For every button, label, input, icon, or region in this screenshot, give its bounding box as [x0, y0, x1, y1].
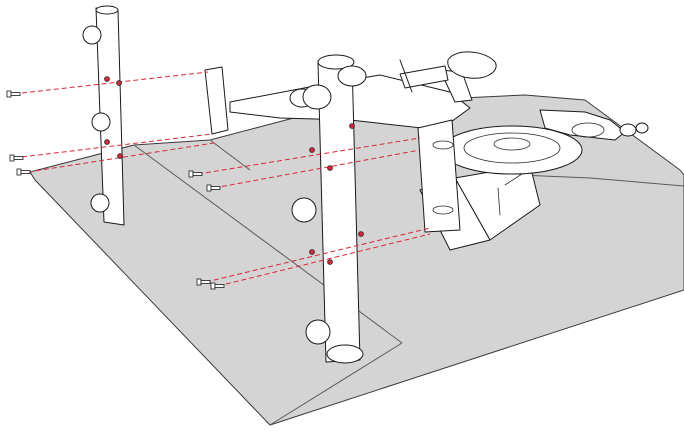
bolt-holes: [104, 76, 364, 265]
bolt-shank: [210, 186, 221, 190]
right-upright: [291, 54, 367, 364]
leveling-foot-icon: [91, 112, 111, 132]
bolt-head: [206, 184, 212, 192]
plate-slot-bottom: [432, 205, 454, 215]
right-upright-top: [317, 54, 355, 70]
leveling-foot-icon: [291, 197, 317, 223]
bolt-hole-icon: [309, 147, 315, 153]
bolt-hole-icon: [117, 153, 123, 159]
screws: [6, 90, 225, 290]
bolt-icon: [188, 170, 203, 178]
bolt-head: [210, 282, 216, 290]
rear-pedal: [571, 122, 605, 138]
rear-knob-end: [635, 122, 649, 134]
guide-line: [213, 149, 421, 189]
left-upright-top: [95, 5, 119, 15]
left-mount-plate: [204, 66, 229, 135]
flywheel-inner: [463, 132, 561, 164]
guide-line: [197, 137, 421, 175]
plate-slot-top: [432, 140, 454, 150]
right-mount-plate: [417, 119, 461, 233]
bolt-shank: [192, 172, 203, 176]
bolt-shank: [20, 170, 31, 174]
leveling-foot-icon: [82, 25, 102, 45]
guide-line: [27, 142, 215, 173]
bolt-hole-icon: [104, 76, 110, 82]
alignment-guides: [21, 71, 431, 287]
bolt-icon: [9, 154, 24, 162]
flywheel-core: [493, 137, 531, 151]
bolt-icon: [196, 278, 211, 286]
bolt-hole-icon: [358, 231, 364, 237]
handlebar-left: [399, 59, 413, 93]
leveling-foot-icon: [305, 319, 331, 345]
bolt-hole-icon: [349, 123, 355, 129]
bolt-shank: [214, 284, 225, 288]
guide-line: [21, 71, 209, 94]
bolt-icon: [206, 184, 221, 192]
leveling-foot-icon: [302, 84, 332, 110]
mat-seam-floor: [269, 342, 403, 426]
rear-frame: [539, 109, 626, 141]
bolt-hole-icon: [104, 139, 110, 145]
bolt-icon: [16, 168, 31, 176]
right-upright-cap: [337, 65, 367, 87]
bolt-hole-icon: [116, 80, 122, 86]
bolt-hole-icon: [327, 259, 333, 265]
guide-line: [217, 233, 431, 287]
handlebar-stem: [399, 65, 449, 89]
box-detail-line: [497, 187, 501, 216]
bolt-shank: [200, 280, 211, 284]
rear-knob: [619, 123, 637, 137]
bolt-hole-icon: [327, 165, 333, 171]
upright-base-pad: [326, 344, 364, 364]
bolt-shank: [13, 156, 24, 160]
mat-seam-left: [133, 144, 403, 344]
bolt-head: [188, 170, 194, 178]
saddle: [447, 51, 497, 79]
leveling-foot-icon: [90, 193, 110, 213]
bolt-shank: [10, 92, 21, 96]
bolt-head: [6, 90, 12, 98]
bolt-hole-icon: [309, 249, 315, 255]
bolt-icon: [6, 90, 21, 98]
bolt-head: [196, 278, 202, 286]
bolt-head: [9, 154, 15, 162]
bolt-head: [16, 168, 22, 176]
bolt-icon: [210, 282, 225, 290]
guide-line: [205, 227, 431, 283]
mat-seam-edge: [209, 139, 251, 171]
left-upright: [82, 5, 125, 226]
